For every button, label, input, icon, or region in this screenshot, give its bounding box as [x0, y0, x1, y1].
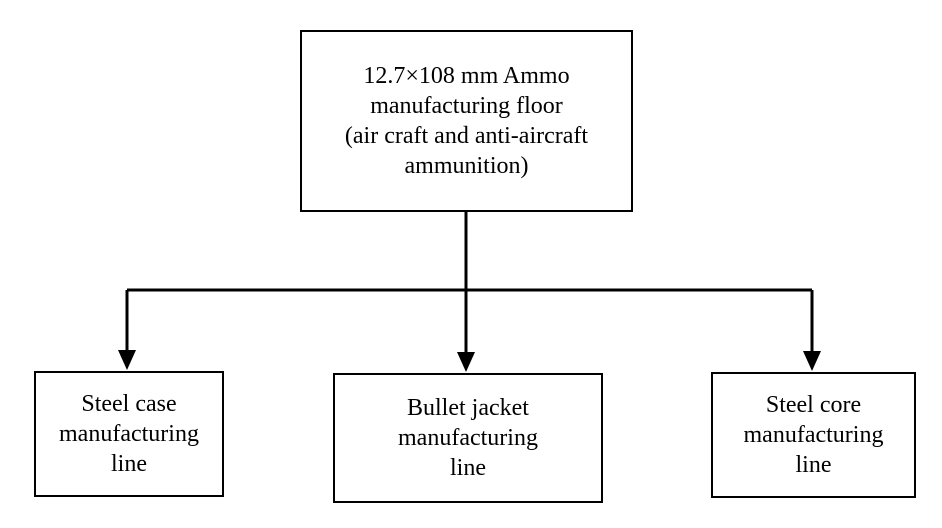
child-label-line: Steel case	[81, 391, 177, 417]
root-label-line: 12.7×108 mm Ammo	[363, 63, 570, 89]
child-node-bullet-jacket: Bullet jacket manufacturing line	[333, 373, 603, 503]
child-node-label: Bullet jacket manufacturing line	[398, 393, 538, 483]
child-label-line: Bullet jacket	[407, 395, 529, 421]
child-label-line: line	[110, 451, 147, 477]
root-label-line: (air craft and anti-aircraft	[344, 123, 589, 149]
child-node-label: Steel core manufacturing line	[744, 390, 884, 480]
child-label-line: Steel core	[765, 392, 862, 418]
root-label-line: ammunition)	[404, 153, 529, 179]
arrowhead-bullet-jacket	[457, 352, 475, 372]
child-label-line: manufacturing	[398, 425, 538, 451]
child-label-line: manufacturing	[59, 421, 199, 447]
root-label-line: manufacturing floor	[370, 93, 563, 119]
arrowhead-steel-core	[803, 351, 821, 371]
child-node-steel-core: Steel core manufacturing line	[711, 372, 916, 498]
root-node-ammo-floor: 12.7×108 mm Ammo manufacturing floor (ai…	[300, 30, 633, 212]
child-label-line: line	[449, 455, 486, 481]
child-label-line: line	[795, 452, 832, 478]
child-label-line: manufacturing	[743, 422, 884, 448]
root-node-label: 12.7×108 mm Ammo manufacturing floor (ai…	[345, 61, 588, 181]
arrowhead-steel-case	[118, 350, 136, 370]
child-node-label: Steel case manufacturing line	[59, 389, 199, 479]
child-node-steel-case: Steel case manufacturing line	[34, 371, 224, 497]
